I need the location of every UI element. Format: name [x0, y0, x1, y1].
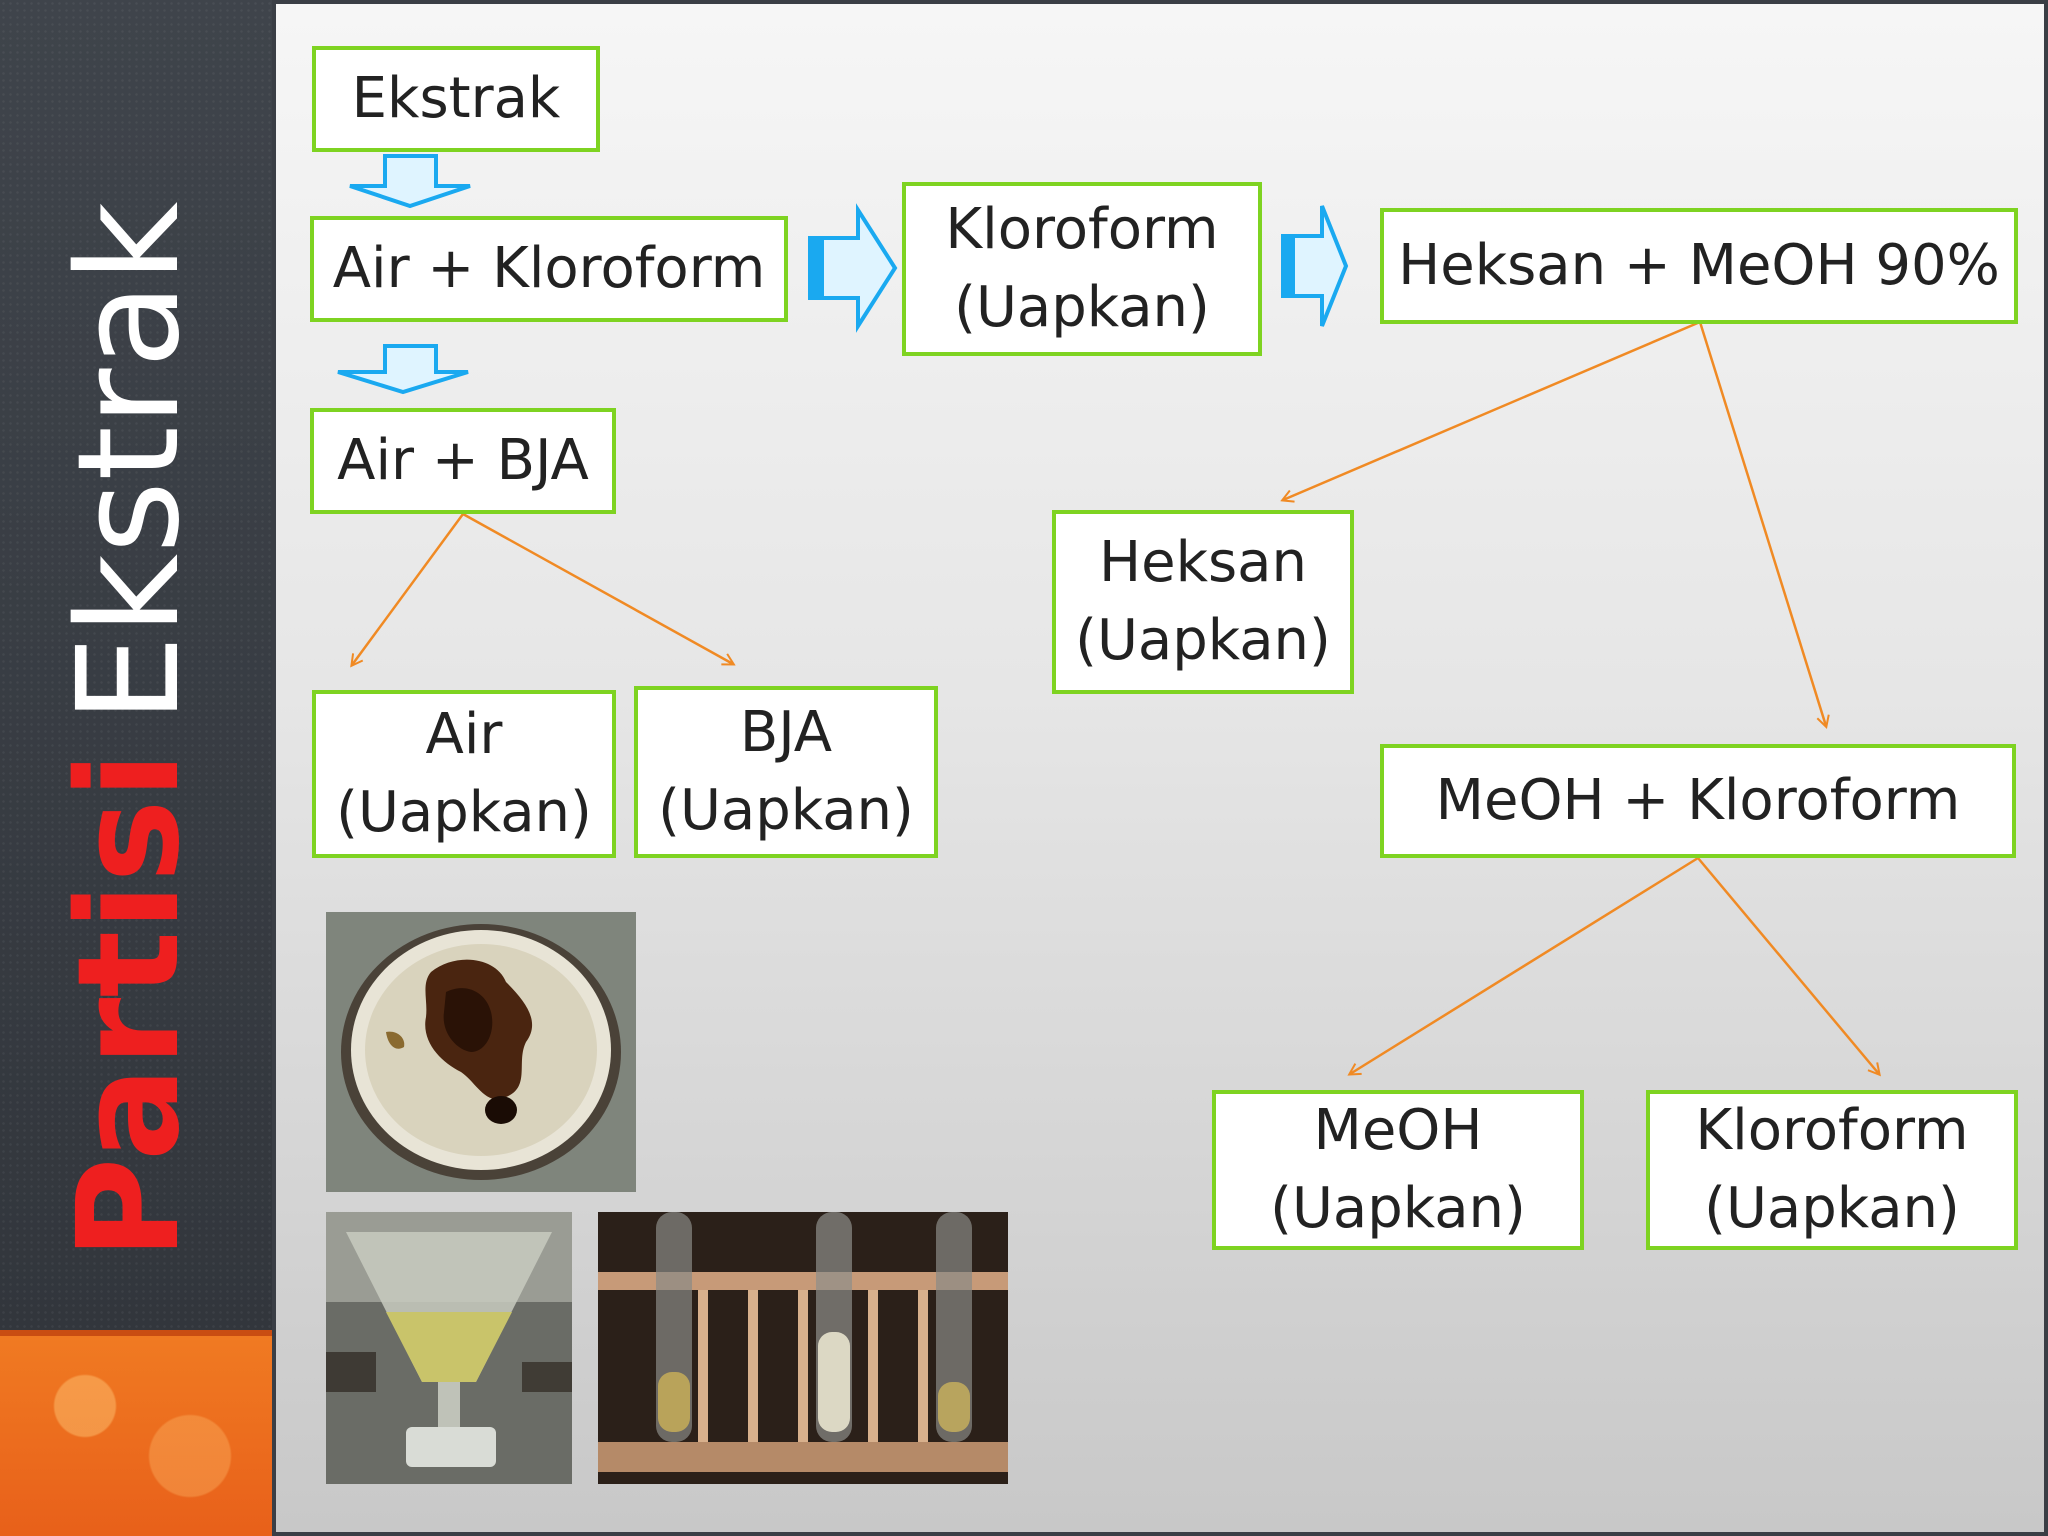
- down-arrow-icon: [349, 154, 471, 209]
- box-label: Air + BJA: [337, 428, 589, 493]
- branch-arrow: [1697, 857, 1879, 1074]
- photo-separatory-funnel: [326, 1212, 572, 1484]
- box-label: BJA: [739, 700, 833, 765]
- box-air-kloroform: Air + Kloroform: [310, 216, 788, 322]
- photo-evaporating-dish: [326, 912, 636, 1192]
- branch-arrow: [462, 512, 733, 664]
- box-heksan-meoh: Heksan + MeOH 90%: [1380, 208, 2018, 324]
- box-air-bja: Air + BJA: [310, 408, 616, 514]
- down-arrow-icon: [337, 344, 469, 395]
- box-label: Air + Kloroform: [332, 236, 766, 301]
- box-label: Air: [425, 702, 503, 767]
- box-label: Ekstrak: [351, 66, 561, 131]
- box-sublabel: (Uapkan): [336, 780, 592, 845]
- sidebar-orange-band: [0, 1330, 272, 1536]
- box-label: Heksan: [1099, 530, 1307, 595]
- box-sublabel: (Uapkan): [1270, 1176, 1526, 1241]
- branch-arrow: [352, 513, 465, 665]
- branch-arrow: [1350, 856, 1699, 1074]
- box-air-uapkan: Air (Uapkan): [312, 690, 616, 858]
- box-label: MeOH: [1313, 1098, 1483, 1163]
- box-bja-uapkan: BJA (Uapkan): [634, 686, 938, 858]
- sidebar: [0, 0, 272, 1536]
- box-kloroform2-uapkan: Kloroform (Uapkan): [1646, 1090, 2018, 1250]
- photo-test-tubes: [598, 1212, 1008, 1484]
- right-arrow-icon-tail: [810, 238, 824, 298]
- box-sublabel: (Uapkan): [658, 778, 914, 843]
- box-heksan-uapkan: Heksan (Uapkan): [1052, 510, 1354, 694]
- box-meoh-uapkan: MeOH (Uapkan): [1212, 1090, 1584, 1250]
- box-sublabel: (Uapkan): [954, 275, 1210, 340]
- box-sublabel: (Uapkan): [1704, 1176, 1960, 1241]
- box-ekstrak: Ekstrak: [312, 46, 600, 152]
- right-arrow-icon-tail: [1283, 236, 1295, 296]
- box-label: Heksan + MeOH 90%: [1398, 233, 2000, 298]
- box-kloroform-uapkan: Kloroform (Uapkan): [902, 182, 1262, 356]
- box-label: MeOH + Kloroform: [1435, 768, 1961, 833]
- box-meoh-kloroform: MeOH + Kloroform: [1380, 744, 2016, 858]
- branch-arrow: [1698, 321, 1826, 726]
- box-label: Kloroform: [1695, 1098, 1969, 1163]
- box-sublabel: (Uapkan): [1075, 608, 1331, 673]
- branch-arrow: [1283, 320, 1701, 500]
- box-label: Kloroform: [945, 197, 1219, 262]
